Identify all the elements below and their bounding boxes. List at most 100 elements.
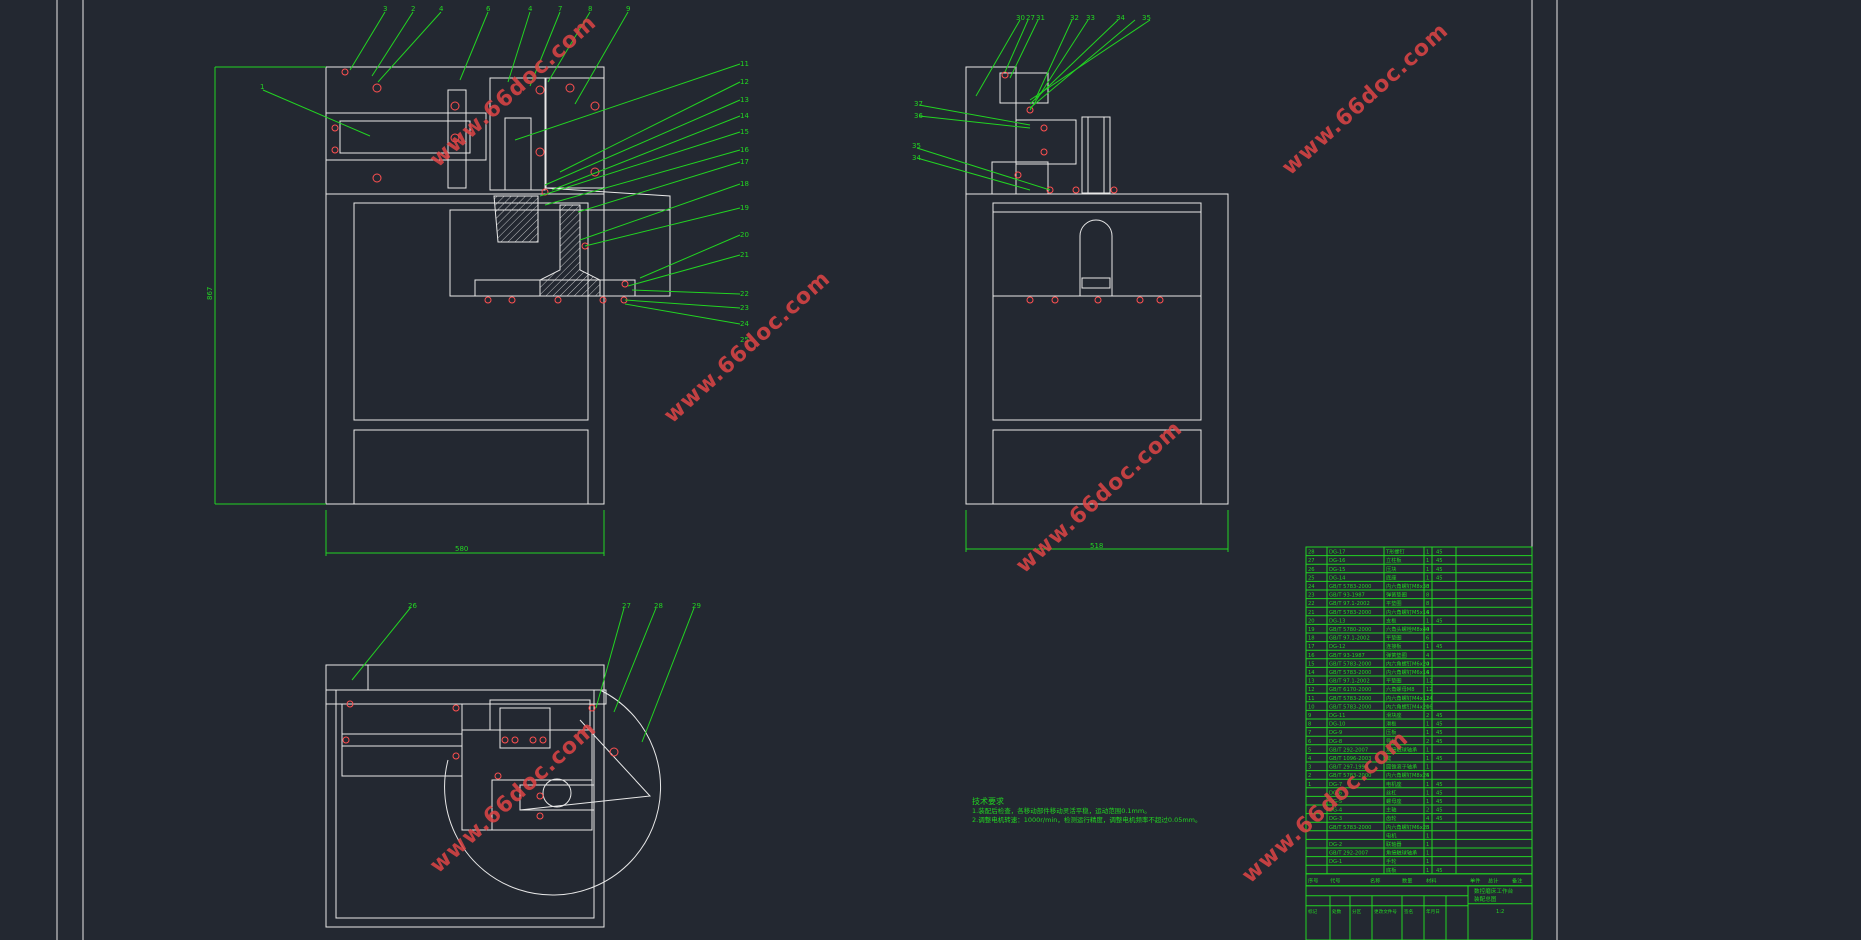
bom-cell: GB/T 97.1-2002 [1329,636,1370,642]
bom-cell: 六角螺母M8 [1386,685,1415,693]
bom-cell: DG-6 [1329,790,1342,796]
watermark-text: www.66doc.com [425,10,601,172]
top-view [325,606,695,928]
bom-header-cell: 单件 [1470,876,1480,884]
bom-cell: 联轴器 [1386,840,1402,848]
bom-cell: 6 [1308,739,1311,745]
callout-label: 9 [626,5,630,13]
notes-title: 技术要求 [972,796,1004,806]
bom-cell: 45 [1436,808,1443,814]
title-block-label: 签名 [1404,908,1413,915]
bom-cell: 4 [1426,627,1430,633]
callout-label: 29 [692,602,701,610]
bom-cell: DG-14 [1329,575,1346,581]
bom-cell: 内六角螺钉M6x25 [1386,823,1429,831]
bom-cell: 16 [1308,653,1315,659]
callout-label: 16 [740,146,749,154]
bom-cell: GB/T 93-1987 [1329,593,1365,599]
bom-cell: 1 [1426,567,1429,573]
callout-label: 23 [740,304,749,312]
callout-label: 12 [740,78,749,86]
bom-cell: GB/T 5783-2000 [1329,661,1371,667]
callout-label: 24 [740,320,749,328]
watermark-text: www.66doc.com [425,716,601,878]
dimension-width: 518 [1090,542,1103,550]
front-view [214,11,741,556]
bom-cell: 16 [1426,704,1433,710]
bom-cell: 10 [1308,704,1315,710]
callout-label: 8 [588,5,592,13]
bom-cell: GB/T 5783-2000 [1329,670,1371,676]
bom-cell: 齿轮 [1386,814,1396,822]
callout-label: 30 [1016,14,1025,22]
bom-cell: 键 [1386,754,1391,762]
bom-cell: 压块 [1386,565,1397,573]
technical-notes: 技术要求 1.装配后检查，各移动部件移动灵活平稳，运动范围0.1mm。 2.调整… [972,796,1202,824]
bom-cell: 1 [1426,550,1429,556]
callout-label: 35 [912,142,921,150]
bom-cell: 六角头螺栓M8x40 [1386,625,1429,633]
title-block-subtitle: 装配总图 [1474,895,1497,903]
bom-cell: 18 [1308,636,1315,642]
watermark-text: www.66doc.com [1011,416,1187,578]
callout-label: 13 [740,96,749,104]
bom-cell: 1 [1426,859,1429,865]
bom-cell: 4 [1426,670,1430,676]
bom-cell: 24 [1308,584,1315,590]
notes-line: 1.装配后检查，各移动部件移动灵活平稳，运动范围0.1mm。 [972,806,1151,815]
bom-cell: 1 [1426,868,1429,874]
bom-cell: 2 [1308,773,1311,779]
bom-cell: 压板 [1386,728,1397,736]
bom-cell: 22 [1308,601,1315,607]
bom-cell: 平垫圈 [1386,634,1402,642]
bom-cell: 4 [1426,816,1430,822]
bom-cell: 底座 [1386,573,1396,581]
bom-cell: 支板 [1386,616,1397,624]
bom-cell: 1 [1426,790,1429,796]
bom-cell: 6 [1426,636,1429,642]
bom-cell: 8 [1426,584,1429,590]
bom-cell: GB/T 6170-2000 [1329,687,1371,693]
bom-cell: 螺母座 [1386,797,1402,805]
bom-cell: 1 [1426,799,1429,805]
bom-cell: 角接触球轴承 [1386,849,1418,857]
bom-cell: 14 [1308,670,1315,676]
callout-label: 36 [914,112,923,120]
bom-cell: 11 [1308,696,1315,702]
title-block-scale: 1:2 [1496,909,1504,915]
callout-label: 19 [740,204,749,212]
callout-label: 27 [622,602,631,610]
bom-cell: 内六角螺钉M8x25 [1386,771,1429,779]
bom-cell: 4 [1426,661,1430,667]
bom-cell: DG-3 [1329,816,1342,822]
bom-cell: 滑块座 [1386,711,1402,719]
bom-cell: DG-17 [1329,550,1346,556]
bom-header-cell: 序号 [1308,876,1318,884]
bom-cell: 2 [1426,713,1429,719]
bom-cell: 电机 [1386,831,1397,839]
bom-cell: 15 [1308,661,1315,667]
bom-cell: DG-16 [1329,558,1346,564]
bom-cell: GB/T 1096-2003 [1329,756,1371,762]
bom-cell: 圆锥滚子轴承 [1386,763,1418,771]
bom-cell: 19 [1308,627,1315,633]
bom-cell: DG-12 [1329,644,1346,650]
callout-label: 18 [740,180,749,188]
drawing-frame [56,0,1558,940]
bom-cell: 1 [1426,618,1429,624]
bom-cell: 28 [1308,550,1315,556]
bom-cell: DG-2 [1329,842,1342,848]
bom-cell: 2 [1426,739,1429,745]
bom-cell: 1 [1426,756,1429,762]
callout-label: 2 [411,5,415,13]
front-view-callouts: 3 2 4 6 4 7 8 9 1 11 12 13 14 15 16 17 1… [206,5,749,553]
bom-cell: 45 [1436,550,1443,556]
dimension-height: 867 [206,287,214,300]
bom-cell: 平垫圈 [1386,677,1402,685]
bom-cell: 1 [1426,575,1429,581]
callout-label: 25 [740,336,749,344]
bom-cell: 电机座 [1386,780,1402,788]
bom-cell: 1 [1426,558,1429,564]
